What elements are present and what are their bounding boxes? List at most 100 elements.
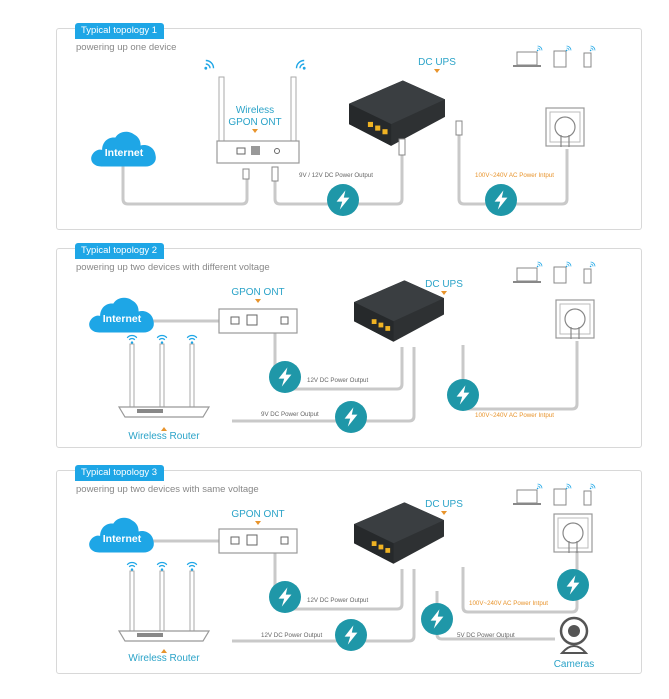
power-outlet-icon xyxy=(545,107,585,147)
dc-output-1-label: 12V DC Power Output xyxy=(307,377,368,384)
power-outlet-icon xyxy=(553,513,593,553)
laptop-base xyxy=(513,281,541,283)
wifi-icon xyxy=(565,483,572,490)
topology-tag: Typical topology 2 xyxy=(75,243,165,259)
dc-output-2-label: 9V DC Power Output xyxy=(261,411,319,418)
antenna-left xyxy=(218,76,225,148)
laptop-icon xyxy=(516,489,538,504)
power-outlet-icon xyxy=(555,299,595,339)
ont-label: GPON ONT xyxy=(231,287,284,298)
tablet-icon xyxy=(553,266,567,284)
pointer-arrow xyxy=(441,291,447,295)
ac-plug xyxy=(455,120,463,136)
ac-input-label: 100V~240V AC Power Intput xyxy=(475,412,554,419)
dc-output-label: 9V / 12V DC Power Output xyxy=(299,172,373,179)
wifi-icon xyxy=(536,483,543,490)
lightning-icon xyxy=(327,184,359,216)
laptop-icon xyxy=(516,51,538,66)
topology-tag: Typical topology 1 xyxy=(75,23,165,39)
antenna xyxy=(129,343,135,413)
cloud-label: Internet xyxy=(103,533,142,545)
ethernet-port-icon xyxy=(251,146,260,155)
tablet-icon xyxy=(553,488,567,506)
wifi-icon xyxy=(186,561,198,571)
dc-ups-device xyxy=(354,502,444,564)
gpon-ont-device xyxy=(218,308,298,334)
ups-label: DC UPS xyxy=(425,499,463,510)
wifi-icon xyxy=(589,261,596,268)
ac-cable xyxy=(461,551,579,614)
wireless-router-device xyxy=(117,630,211,642)
wifi-icon xyxy=(536,261,543,268)
ups-label: DC UPS xyxy=(425,279,463,290)
cloud-label: Internet xyxy=(103,313,142,325)
wifi-icon xyxy=(589,483,596,490)
dc-output-2-label: 12V DC Power Output xyxy=(261,632,322,639)
wifi-icon xyxy=(295,59,307,71)
wifi-icon xyxy=(536,45,543,52)
connector xyxy=(242,168,250,180)
antenna xyxy=(159,570,165,640)
dc-cable-9v xyxy=(232,347,416,423)
laptop-base xyxy=(513,503,541,505)
wifi-icon xyxy=(203,59,215,71)
lightning-icon xyxy=(447,379,479,411)
antenna-right xyxy=(290,76,297,148)
dc-ups-device xyxy=(349,80,445,146)
ac-input-label: 100V~240V AC Power Intput xyxy=(475,172,554,179)
pointer-arrow xyxy=(161,649,167,653)
phone-icon xyxy=(583,52,592,68)
topology-tag: Typical topology 3 xyxy=(75,465,165,481)
topology-panel-3: Typical topology 3 powering up two devic… xyxy=(56,465,642,674)
lan-ports xyxy=(137,633,163,637)
ethernet-port-icon xyxy=(246,314,258,326)
tablet-icon xyxy=(553,50,567,68)
dc-plug xyxy=(271,166,279,182)
router-label: Wireless Router xyxy=(128,431,200,442)
antenna xyxy=(129,570,135,640)
lightning-icon xyxy=(485,184,517,216)
phone-icon xyxy=(583,268,592,284)
wifi-icon xyxy=(126,561,138,571)
topology-diagram-3: Internet GPON ONT Wireless Router DC UPS… xyxy=(89,483,596,670)
dc-output-3-label: 5V DC Power Output xyxy=(457,632,515,639)
device-label-line2: GPON ONT xyxy=(228,117,281,128)
ethernet-port-icon xyxy=(246,534,258,546)
camera-lens xyxy=(568,625,580,637)
wifi-icon xyxy=(126,334,138,344)
dc-cable-12v-router xyxy=(232,569,416,643)
laptop-base xyxy=(513,65,541,67)
camera-label: Cameras xyxy=(554,659,595,670)
antenna xyxy=(159,343,165,413)
port-icon xyxy=(230,536,240,545)
ac-input-label: 100V~240V AC Power Intput xyxy=(469,600,548,607)
topology-subtitle: powering up one device xyxy=(76,42,177,53)
lightning-icon xyxy=(269,361,301,393)
antenna xyxy=(189,343,195,413)
topology-panel-1: Typical topology 1 powering up one devic… xyxy=(56,23,642,230)
power-port-icon xyxy=(280,316,289,325)
wifi-icon xyxy=(156,561,168,571)
cloud-label: Internet xyxy=(105,147,144,159)
pointer-arrow xyxy=(255,299,261,303)
camera-stand xyxy=(559,645,589,654)
dc-output-1-label: 12V DC Power Output xyxy=(307,597,368,604)
antenna xyxy=(189,570,195,640)
topology-diagram-2: Internet GPON ONT Wireless Router DC UPS… xyxy=(89,261,596,442)
pointer-arrow xyxy=(434,69,440,73)
wifi-icon xyxy=(565,261,572,268)
laptop-icon xyxy=(516,267,538,282)
lightning-icon xyxy=(557,569,589,601)
device-label-line1: Wireless xyxy=(236,105,274,116)
ac-cable xyxy=(461,341,579,411)
wifi-icon xyxy=(589,45,596,52)
power-port-icon xyxy=(280,536,289,545)
pointer-arrow xyxy=(255,521,261,525)
wifi-icon xyxy=(565,45,572,52)
lightning-icon xyxy=(335,401,367,433)
dc-plug xyxy=(398,138,406,156)
port-icon xyxy=(230,316,240,325)
pointer-arrow xyxy=(252,129,258,133)
wifi-icon xyxy=(156,334,168,344)
lightning-icon xyxy=(421,603,453,635)
